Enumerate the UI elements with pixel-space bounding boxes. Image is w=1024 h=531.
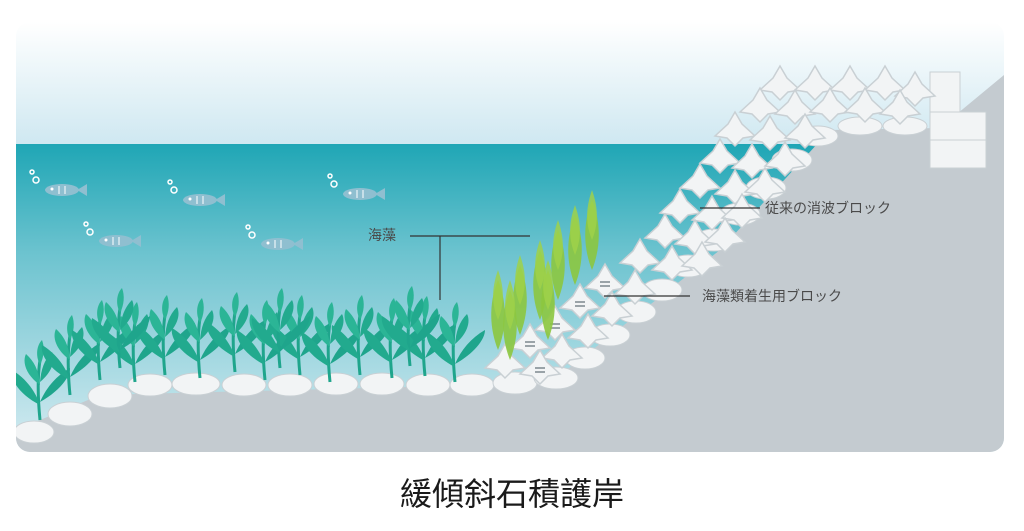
concrete-steps — [929, 71, 987, 169]
fish — [83, 221, 142, 248]
fish — [167, 179, 226, 207]
fish — [327, 173, 386, 201]
fish — [29, 169, 88, 197]
fish — [245, 224, 304, 251]
conventional-block-label: 従来の消波ブロック — [765, 200, 891, 217]
leader-lines — [410, 207, 760, 300]
seaweed-label: 海藻 — [368, 228, 396, 244]
seaweed-block-label: 海藻類着生用ブロック — [702, 288, 842, 305]
diagram-title: 緩傾斜石積護岸 — [400, 475, 624, 513]
seawall-ground — [16, 75, 1004, 452]
fish-school — [29, 169, 386, 251]
